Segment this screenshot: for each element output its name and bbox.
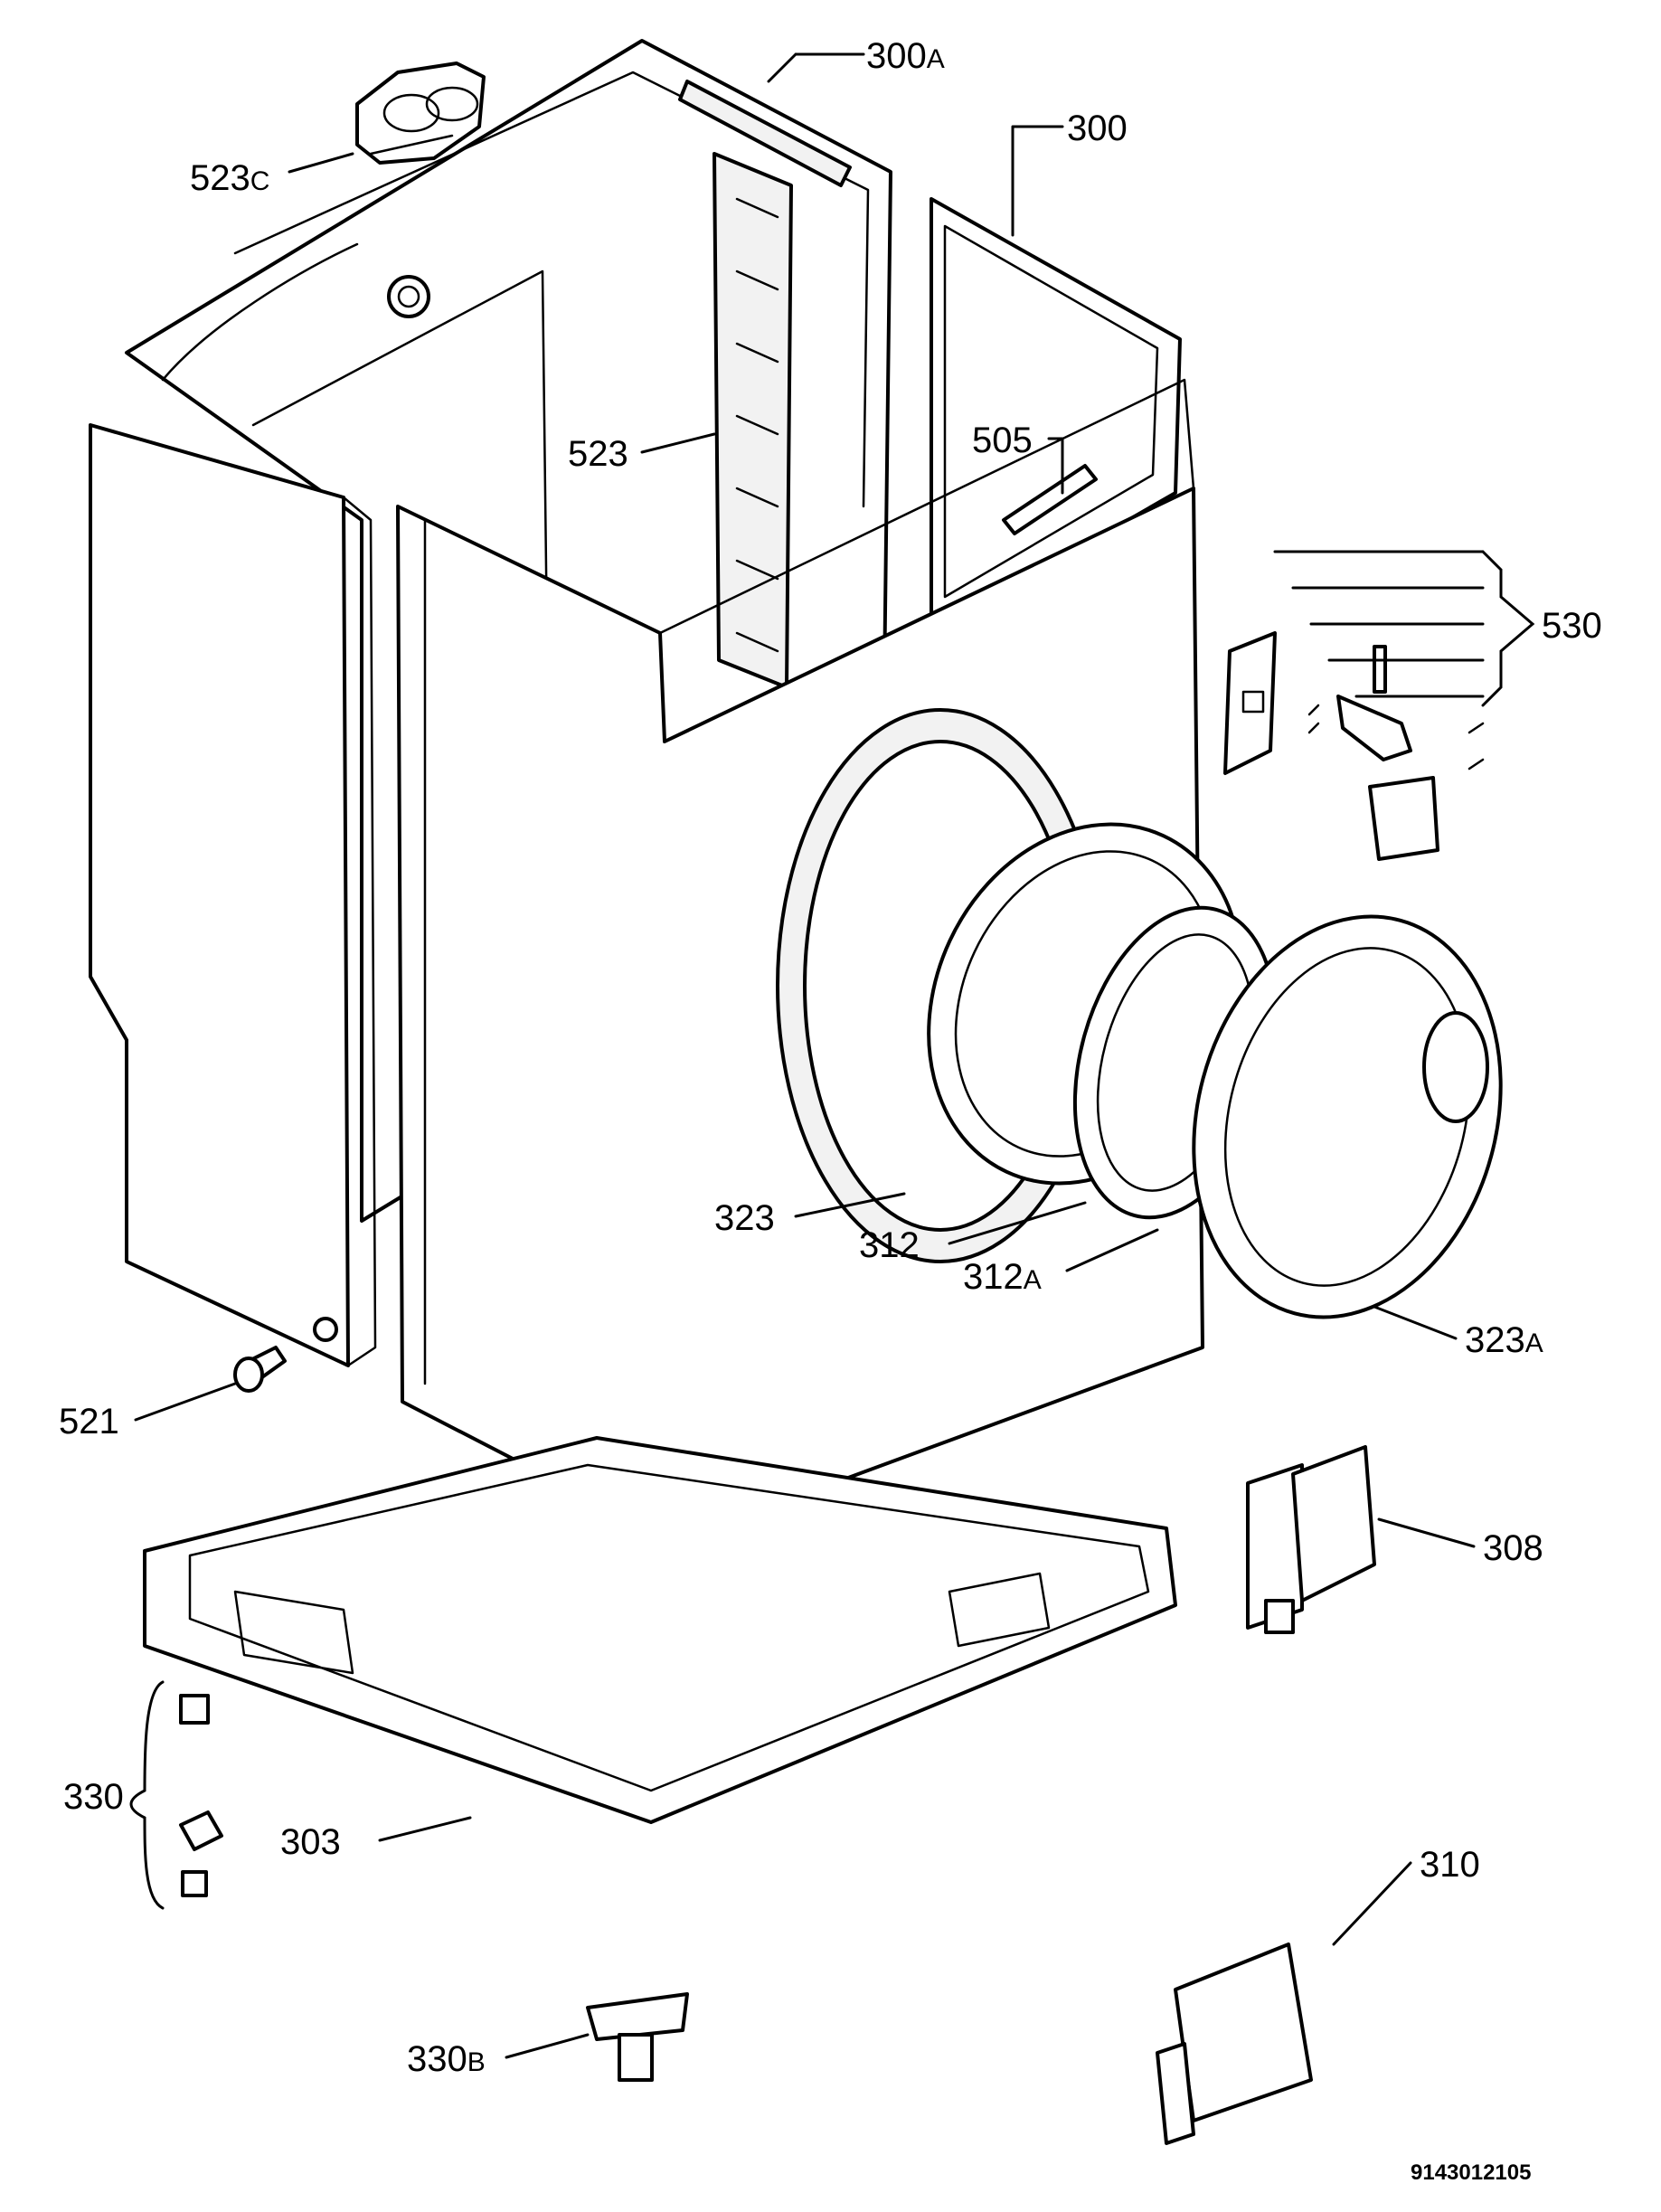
leader-323 — [794, 1192, 906, 1218]
leader-303 — [378, 1816, 472, 1842]
part-530-lock-assembly — [1223, 631, 1485, 861]
leader-505 — [1047, 437, 1064, 495]
callout-523c: 523C — [190, 158, 269, 198]
callout-323a: 323A — [1465, 1320, 1543, 1360]
leader-312 — [948, 1201, 1087, 1245]
part-303-base — [143, 1436, 1177, 1824]
part-330-fasteners — [179, 1694, 223, 1897]
part-323a-door-frame — [1192, 914, 1503, 1319]
part-523c-clip — [355, 61, 486, 165]
document-number: 9143012105 — [1411, 2160, 1531, 2185]
callout-303: 303 — [280, 1822, 341, 1862]
callout-312a: 312A — [963, 1257, 1042, 1297]
part-310-cover — [1156, 1943, 1313, 2145]
callout-523: 523 — [568, 434, 628, 474]
callout-330: 330 — [63, 1777, 124, 1817]
callout-330b: 330B — [407, 2039, 486, 2079]
callout-300a: 300A — [866, 36, 945, 76]
part-523-bracket — [713, 152, 793, 689]
callout-308: 308 — [1483, 1528, 1543, 1568]
callout-505: 505 — [972, 421, 1033, 460]
leader-310 — [1332, 1861, 1412, 1946]
callout-323: 323 — [714, 1198, 775, 1238]
leader-312a — [1065, 1228, 1159, 1272]
part-left-side-panel — [89, 423, 377, 1367]
leader-530 — [1273, 550, 1535, 707]
callout-521: 521 — [59, 1402, 119, 1442]
part-505-pin — [1002, 464, 1098, 535]
leader-300a — [767, 52, 865, 83]
leader-323a — [1373, 1305, 1458, 1340]
part-330b-foot — [586, 1992, 689, 2082]
leader-523c — [288, 152, 354, 174]
leader-300 — [1011, 125, 1064, 237]
callout-530: 530 — [1542, 606, 1602, 646]
part-521-screw — [233, 1346, 287, 1393]
part-308-hinge — [1246, 1445, 1376, 1634]
leader-308 — [1377, 1517, 1476, 1548]
leader-521 — [134, 1382, 237, 1422]
callout-310: 310 — [1420, 1845, 1480, 1885]
callout-312: 312 — [859, 1225, 920, 1265]
leader-330 — [129, 1680, 165, 1910]
leader-330b — [505, 2033, 590, 2059]
leader-523 — [640, 432, 716, 454]
callout-300: 300 — [1067, 109, 1128, 148]
